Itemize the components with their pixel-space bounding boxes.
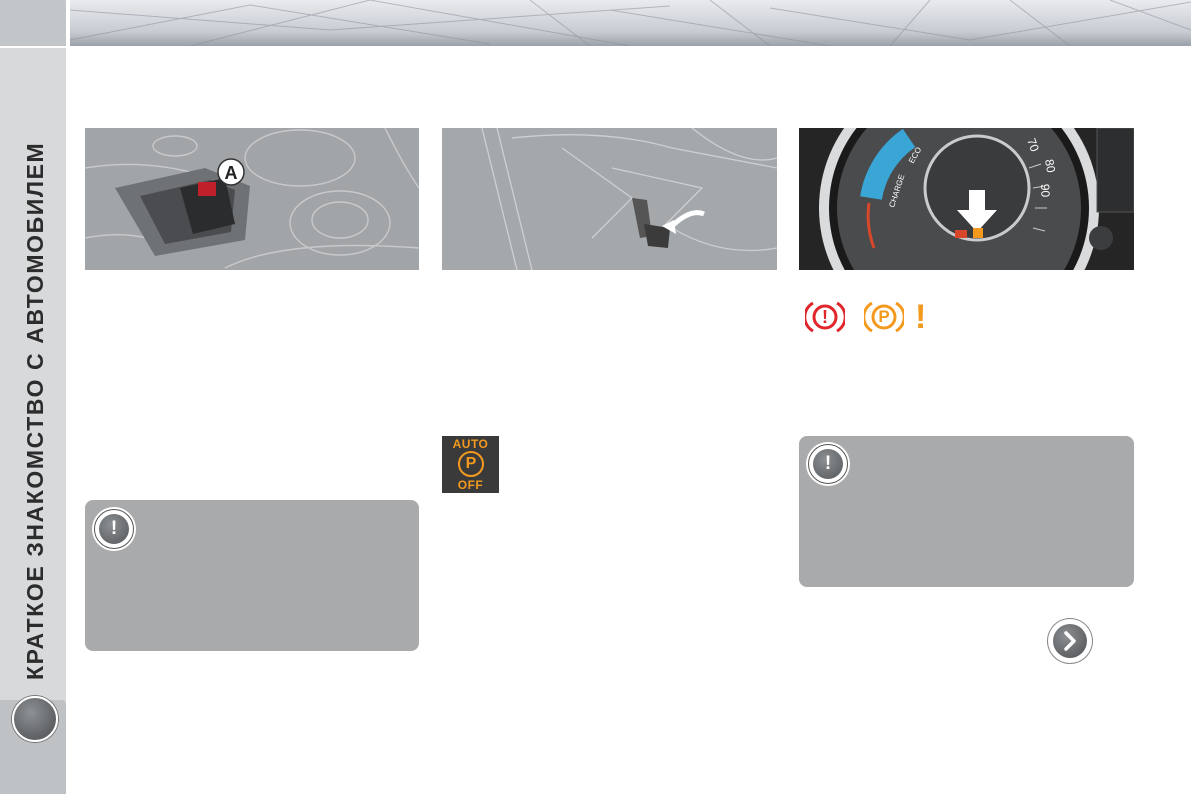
page-dot-icon [12,696,58,742]
gauge-label-80: 80 [1042,158,1058,174]
section-title: КРАТКОЕ ЗНАКОМСТВО С АВТОМОБИЛЕМ [22,141,48,680]
gauge-label-70: 70 [1024,136,1042,154]
auto-label: AUTO [452,437,489,451]
park-brake-exclamation: ! [915,298,927,336]
warning-notice-icon: ! [94,509,134,549]
illustration-brake-switch: A [85,128,419,270]
park-brake-glyph: P [878,307,890,326]
notice-box-2 [799,436,1134,587]
gauge-label-90: 90 [1038,184,1052,198]
auto-park-p: P [458,451,484,477]
notice-box-1 [85,500,419,651]
brake-warning-icon: ! [803,299,847,335]
side-strip [0,48,66,794]
next-page-arrow-icon[interactable] [1048,619,1092,663]
warning-notice-icon: ! [808,444,848,484]
callout-letter-a: A [225,163,238,183]
warning-notice-glyph: ! [99,514,129,544]
corner-block [0,0,66,46]
top-banner [70,0,1191,46]
warning-notice-glyph: ! [813,449,843,479]
auto-park-off-icon: AUTO P OFF [442,436,499,493]
park-brake-warning-icon: P [862,299,912,335]
brake-warning-glyph: ! [822,307,828,327]
off-label: OFF [457,478,484,492]
illustration-gauge: CHARGE ECO 70 80 90 [799,128,1134,270]
illustration-pedal [442,128,777,270]
